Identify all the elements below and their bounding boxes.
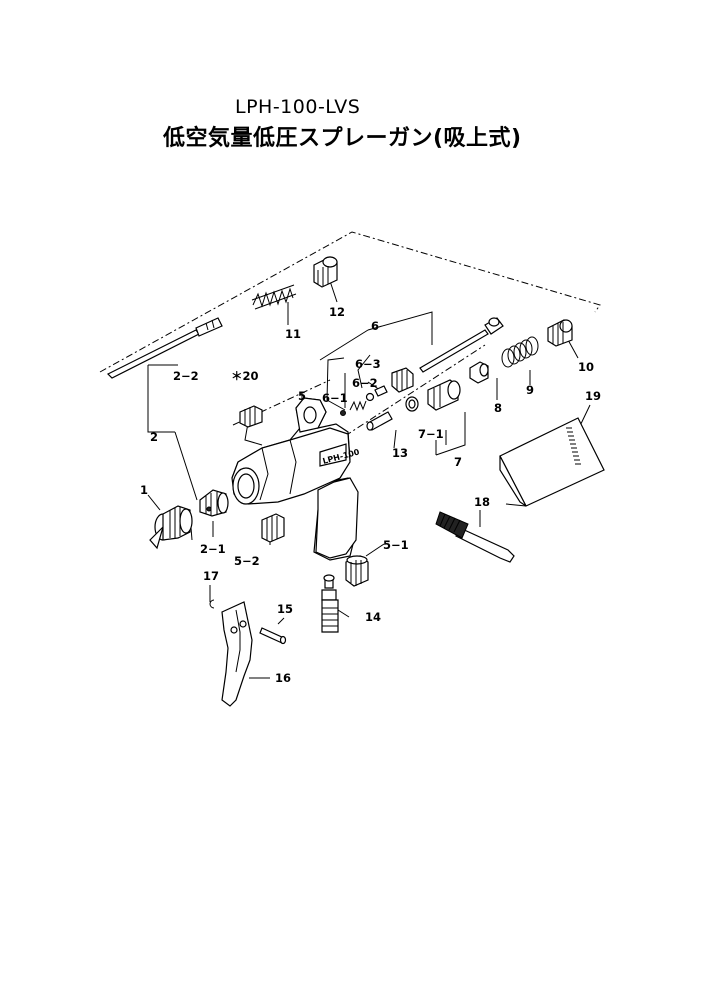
label-part-5: 5	[298, 389, 306, 403]
assembly-guide-lines	[99, 231, 601, 437]
part-5-gun-body: LPH-100	[231, 397, 361, 561]
label-part-2-2: 2−2	[173, 369, 199, 383]
label-part-1: 1	[140, 483, 148, 497]
part-1-air-cap	[149, 505, 193, 550]
label-part-18: 18	[474, 495, 490, 509]
label-part-2-1: 2−1	[200, 542, 226, 556]
part-7-valve-body	[405, 379, 461, 412]
label-part-13: 13	[392, 446, 408, 460]
part-12-adjusting-knob	[313, 256, 338, 288]
part-17-e-ring	[209, 599, 215, 609]
part-20-fitting	[239, 405, 263, 428]
label-part-2: 2	[150, 430, 158, 444]
valve-stem-rod	[419, 317, 504, 373]
part-5-1-cup-joint	[345, 555, 369, 587]
part-15-trigger-pin	[259, 627, 287, 645]
part-9-spring	[501, 336, 539, 368]
label-part-11: 11	[285, 327, 301, 341]
label-part-5-1: 5−1	[383, 538, 409, 552]
label-part-12: 12	[329, 305, 345, 319]
label-part-7: 7	[454, 455, 462, 469]
label-part-9: 9	[526, 383, 534, 397]
part-number-labels: 1 2 2−1 2−2 5 5−1 5−2 6 6−1 6−2 6−3 7 7−…	[140, 305, 601, 685]
model-number: LPH-100-LVS	[235, 96, 361, 118]
label-part-6-3: 6−3	[355, 357, 381, 371]
part-13-packing	[366, 411, 393, 431]
label-part-17: 17	[203, 569, 219, 583]
label-part-14: 14	[365, 610, 381, 624]
part-8-valve-seat	[469, 361, 489, 384]
part-14-air-adjust-valve	[321, 574, 339, 633]
product-name: 低空気量低圧スプレーガン(吸上式)	[163, 126, 522, 151]
part-11-spring	[251, 284, 297, 310]
part-16-trigger	[221, 601, 253, 707]
part-18-cleaning-brush	[435, 511, 515, 563]
label-part-8: 8	[494, 401, 502, 415]
part-2-1-fluid-nozzle	[199, 489, 229, 517]
label-part-19: 19	[585, 389, 601, 403]
part-19-instruction-manual	[499, 417, 605, 507]
label-part-6: 6	[371, 319, 379, 333]
label-part-20: ＊20	[231, 369, 259, 383]
label-part-6-1: 6−1	[322, 391, 348, 405]
label-part-5-2: 5−2	[234, 554, 260, 568]
label-part-7-1: 7−1	[418, 427, 444, 441]
part-2-2-fluid-needle	[106, 317, 223, 379]
label-part-15: 15	[277, 602, 293, 616]
part-10-adjust-knob	[547, 319, 573, 347]
label-part-16: 16	[275, 671, 291, 685]
part-6-air-valve-assembly	[340, 367, 414, 416]
label-part-6-2: 6−2	[352, 376, 378, 390]
label-part-10: 10	[578, 360, 594, 374]
part-5-2-joint	[261, 513, 285, 543]
